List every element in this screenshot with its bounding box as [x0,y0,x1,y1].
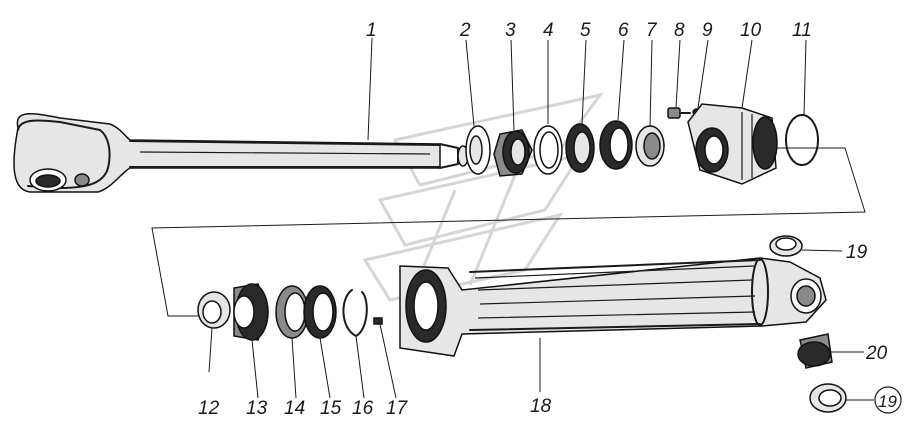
callout-10: 10 [740,20,762,41]
bushing-19-lower [809,383,847,413]
callout-11: 11 [792,20,812,41]
piston-seal-12 [197,291,231,329]
bushing-7 [635,125,665,167]
callout-14: 14 [284,398,305,419]
callout-1: 1 [366,20,377,41]
cylinder-head-10 [687,103,778,185]
callout-16: 16 [352,398,374,419]
callout-18: 18 [530,396,552,417]
assembly-flow-line [151,147,866,317]
split-ring-16 [342,289,368,337]
cylinder-barrel-18 [399,257,827,357]
seal-ring-15 [303,285,337,339]
callout-12: 12 [198,398,220,419]
callout-17: 17 [386,398,409,419]
washer-2 [465,125,491,175]
piston-rod [13,113,469,193]
callout-5: 5 [580,20,591,41]
callout-circle-19 [874,386,902,414]
pin-17 [373,317,383,325]
callout-13: 13 [246,398,268,419]
ring-6 [599,120,633,170]
callout-19-lower: 19 [878,392,897,411]
ring-5 [565,123,595,173]
callout-9: 9 [702,20,713,41]
callout-4: 4 [543,20,554,41]
callout-19-upper: 19 [846,242,868,263]
callout-8: 8 [674,20,685,41]
callout-2: 2 [459,20,471,41]
seal-ring-14 [275,285,309,339]
bushing-20 [797,333,833,369]
bolt-8 [667,107,691,119]
callout-15: 15 [320,398,342,419]
callout-20: 20 [865,343,888,364]
piston-13 [233,283,269,341]
o-ring-11 [785,114,819,166]
callout-3: 3 [505,20,516,41]
nut-3 [493,129,533,177]
leader-lines [208,37,874,401]
callout-6: 6 [618,20,629,41]
ring-4 [533,125,563,175]
callout-7: 7 [646,20,658,41]
bushing-19-upper [769,235,803,257]
